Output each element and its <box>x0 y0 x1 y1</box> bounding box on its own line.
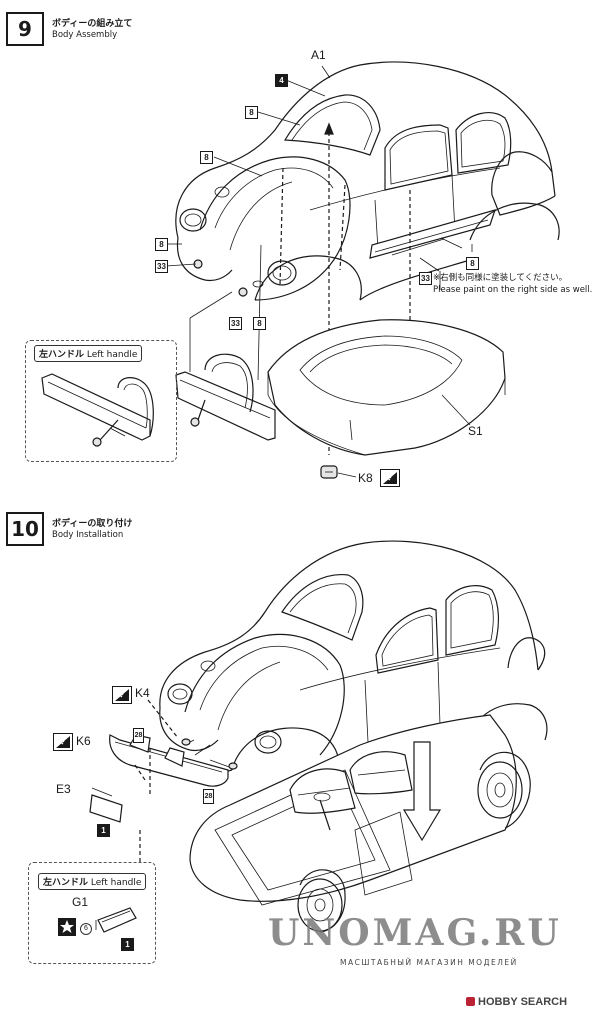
part-label-s1: S1 <box>468 424 483 438</box>
part-label-k6: K6 <box>76 734 91 748</box>
paint-number: 1 <box>121 938 134 951</box>
step-title-en: Body Assembly <box>52 30 118 40</box>
step9-callout-handle <box>41 373 154 447</box>
step10-chassis <box>189 714 531 933</box>
paint-number: 8 <box>200 151 213 164</box>
step9-door-handle <box>175 353 276 441</box>
glue-cement-icon <box>53 733 73 751</box>
step-title-en: Body Installation <box>52 530 124 540</box>
paint-number: 8 <box>466 257 479 270</box>
paint-number: 8 <box>253 317 266 330</box>
star-decal-icon <box>58 918 76 936</box>
paint-number: 8 <box>155 238 168 251</box>
step9-part-k8 <box>320 465 357 479</box>
source-badge: HOBBY SEARCH <box>466 996 567 1008</box>
step9-interior-s1 <box>267 319 506 456</box>
step-number: 10 <box>6 512 44 546</box>
glue-cement-icon <box>112 686 132 704</box>
callout-box <box>25 340 177 462</box>
paint-number: 28 <box>133 728 144 743</box>
paint-number: 33 <box>229 317 242 330</box>
paint-number: 4 <box>275 74 288 87</box>
part-label-a1: A1 <box>311 48 326 62</box>
step10-body-shell <box>159 540 548 773</box>
callout-title-jp: 左ハンドル <box>43 878 89 888</box>
paint-note-en: Please paint on the right side as well. <box>433 285 593 295</box>
part-label-k8: K8 <box>358 471 373 485</box>
paint-note-jp: ※右側も同様に塗装してください。 <box>433 273 568 283</box>
callout-title: 左ハンドル Left handle <box>38 873 147 890</box>
callout-title-en: Left handle <box>90 878 142 888</box>
paint-number: 28 <box>203 789 214 804</box>
callout-box <box>28 862 156 964</box>
paint-number: 1 <box>97 824 110 837</box>
part-label-e3: E3 <box>56 782 71 796</box>
callout-title-jp: 左ハンドル <box>39 350 85 360</box>
glue-cement-icon <box>380 469 400 487</box>
decal-number: 6 <box>80 923 92 935</box>
paint-number: 33 <box>155 260 168 273</box>
watermark-subtitle: МАСШТАБНЫЙ МАГАЗИН МОДЕЛЕЙ <box>340 958 518 967</box>
step-title-jp: ボディーの取り付け <box>52 519 133 529</box>
watermark-text: UNOMAG.RU <box>268 912 562 954</box>
source-badge-text: HOBBY SEARCH <box>478 996 568 1008</box>
step-number: 9 <box>6 12 44 46</box>
callout-title: 左ハンドル Left handle <box>34 345 143 362</box>
step10-bumper <box>89 699 238 862</box>
step9-body-shell <box>175 61 560 301</box>
step10-callout-g1 <box>95 907 137 933</box>
arrow-down-icon <box>402 741 442 842</box>
step-title-jp: ボディーの組み立て <box>52 19 133 29</box>
part-label-k4: K4 <box>135 686 150 700</box>
callout-title-en: Left handle <box>86 350 138 360</box>
paint-number: 33 <box>419 272 432 285</box>
hobby-search-logo-icon <box>466 997 475 1006</box>
part-label-g1: G1 <box>72 895 89 909</box>
paint-number: 8 <box>245 106 258 119</box>
